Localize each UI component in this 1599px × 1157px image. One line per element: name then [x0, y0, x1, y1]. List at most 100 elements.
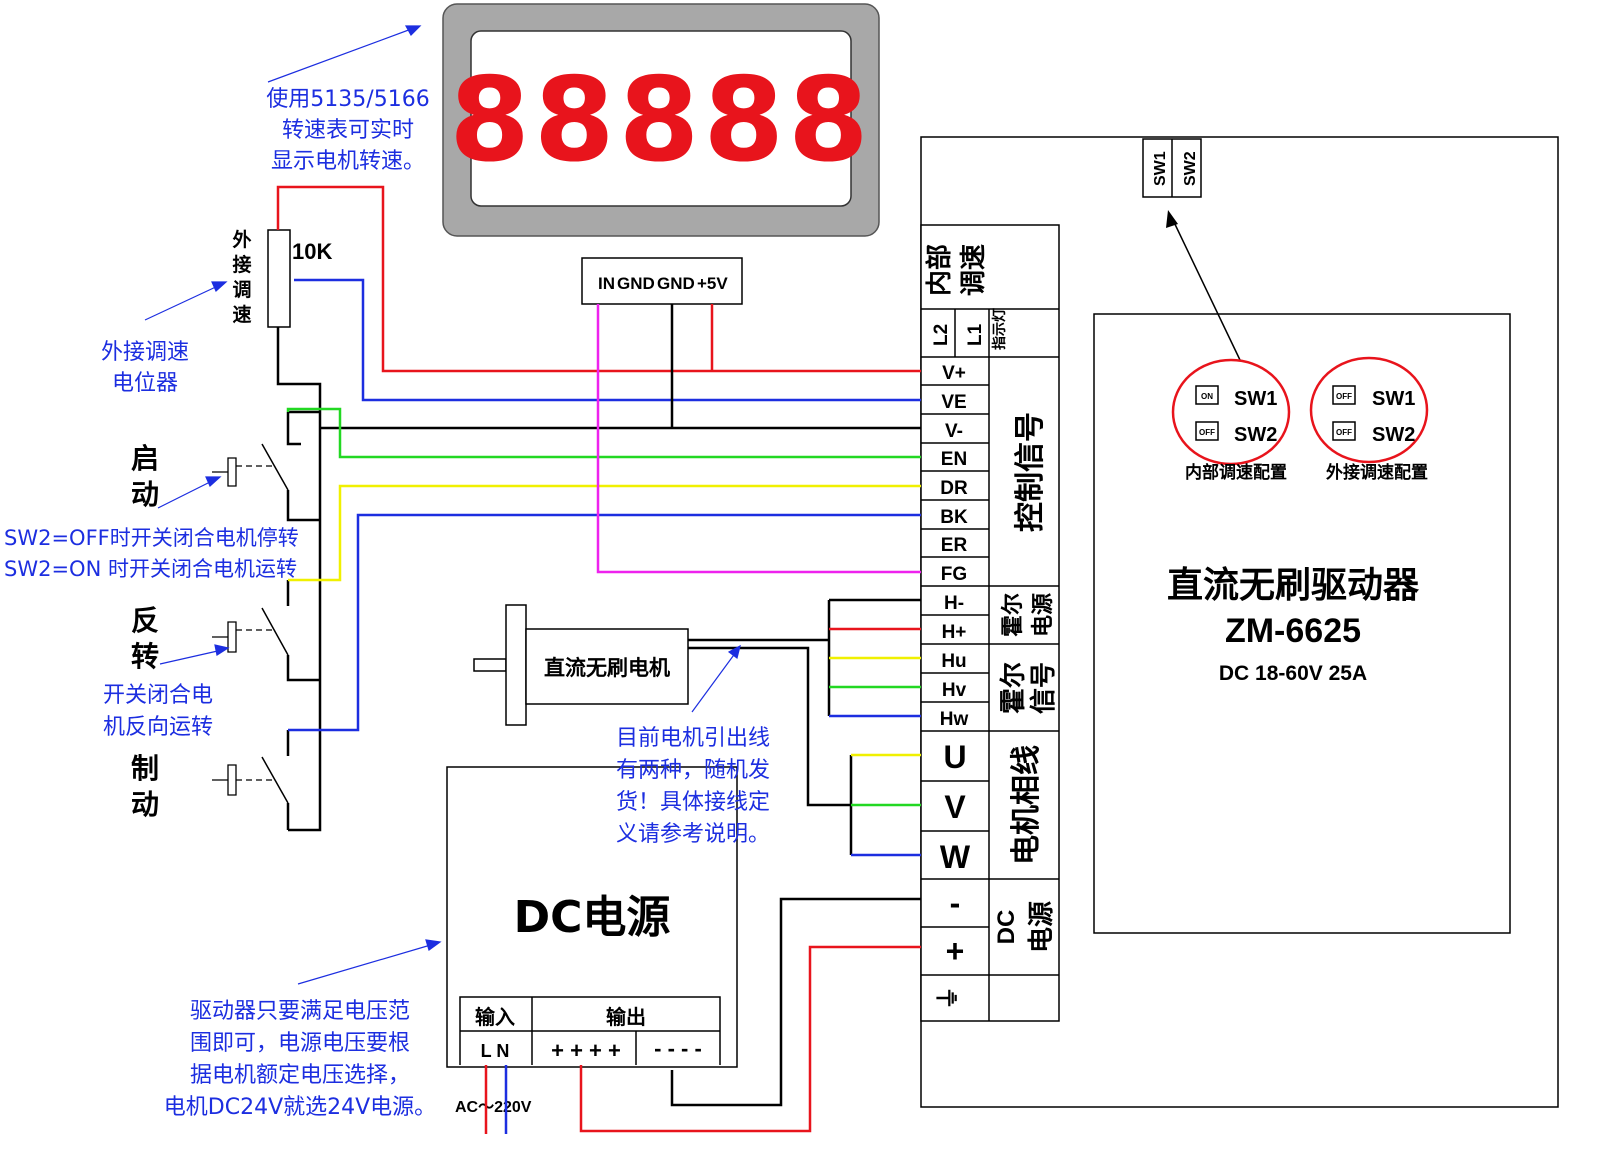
note-power-2: 围即可，电源电压要根 [190, 1031, 410, 1056]
config-internal-sw1-label: SW1 [1234, 388, 1277, 410]
ground-icon: ⏚ [934, 986, 962, 1010]
dip-sw2-label: SW2 [1182, 151, 1199, 186]
driver-name: 直流无刷驱动器 [1167, 565, 1420, 606]
pin-v: V [944, 789, 966, 825]
config-external-sw2-label: SW2 [1372, 424, 1415, 446]
config-internal-sw2-label: SW2 [1234, 424, 1277, 446]
pin-bk: BK [940, 507, 968, 528]
led-l2-label: L2 [931, 324, 952, 346]
note-reverse-1: 开关闭合电 [103, 683, 213, 708]
note-tach-2: 转速表可实时 [282, 118, 414, 143]
tach-connector: IN GND GND +5V [581, 257, 743, 305]
group-hall-power-line1: 霍尔 [1000, 593, 1026, 637]
config-external-sw1-label: SW1 [1372, 388, 1415, 410]
power-input-label: 输入 [475, 1005, 515, 1029]
driver-spec: DC 18-60V 25A [1219, 662, 1367, 685]
power-output-label: 输出 [606, 1005, 646, 1029]
switch-reverse-2: 转 [131, 640, 159, 673]
tach-pin-in: IN [598, 274, 615, 293]
note-power-4: 电机DC24V就选24V电源。 [164, 1095, 436, 1120]
power-ln: L N [481, 1041, 510, 1061]
pot-vlabel-2: 接 [232, 254, 251, 276]
driver-terminal-strip: 内部 调速 L2 L1 指示灯 V [920, 224, 1060, 1022]
pin-vplus: V+ [942, 363, 966, 384]
note-motor-3: 货！具体接线定 [616, 790, 770, 815]
config-external-sw1-state: OFF [1336, 392, 1352, 401]
tach-pin-gnd2: GND [657, 274, 695, 293]
switch-start-1: 启 [131, 442, 159, 475]
group-hall-signal-line1: 霍尔 [998, 662, 1029, 714]
note-motor-2: 有两种，随机发 [616, 758, 770, 783]
internal-speed-line2: 调速 [959, 244, 989, 296]
group-dc-line1: DC [993, 910, 1020, 945]
motor: 直流无刷电机 [473, 604, 689, 726]
dc-power-supply: DC电源 输入 输出 L N + + + + - - - - AC～220V [446, 766, 738, 1116]
pot-vlabel-1: 外 [232, 228, 251, 251]
pin-hu: Hu [941, 651, 966, 672]
tach-pin-gnd1: GND [617, 274, 655, 293]
note-pot-1: 外接调速 [101, 340, 189, 365]
pot-vlabel-3: 调 [232, 279, 251, 301]
pin-dc-minus: - [950, 885, 961, 921]
pin-hminus: H- [944, 593, 964, 614]
note-power-3: 据电机额定电压选择， [190, 1063, 410, 1088]
note-tach-3: 显示电机转速。 [271, 149, 425, 174]
config-external: OFF SW1 OFF SW2 外接调速配置 [1309, 356, 1429, 483]
power-plus: + + + + [551, 1038, 621, 1063]
potentiometer: 外 接 调 速 10K [232, 228, 332, 328]
wires [276, 185, 921, 1134]
config-internal-sw2-state: OFF [1199, 428, 1215, 437]
note-reverse-2: 机反向运转 [103, 715, 213, 740]
dip-pointer-arrowhead [1166, 210, 1178, 228]
pin-w: W [940, 839, 971, 875]
pin-hw: Hw [940, 709, 969, 730]
config-internal-title: 内部调速配置 [1185, 462, 1287, 483]
switch-brake-2: 动 [131, 788, 159, 821]
pot-vlabel-4: 速 [232, 303, 251, 326]
power-title: DC电源 [514, 892, 671, 943]
pin-dr: DR [940, 478, 968, 499]
internal-speed-line1: 内部 [925, 244, 955, 296]
note-power-1: 驱动器只要满足电压范 [190, 999, 410, 1024]
pot-value: 10K [292, 239, 332, 264]
pin-dc-plus: + [946, 933, 965, 969]
config-external-title: 外接调速配置 [1326, 462, 1428, 483]
switch-labels: 启 动 反 转 制 动 [131, 442, 159, 821]
note-start-2: SW2=ON 时开关闭合电机运转 [4, 557, 297, 581]
pin-ve: VE [941, 392, 966, 413]
indicator-label: 指示灯 [991, 308, 1008, 350]
group-dc-line2: 电源 [1027, 901, 1057, 953]
tachometer: 88888 [442, 3, 880, 237]
note-start-1: SW2=OFF时开关闭合电机停转 [4, 526, 299, 550]
dip-switch-header: SW1 SW2 [1142, 138, 1202, 198]
group-hall-power-line2: 电源 [1031, 593, 1056, 637]
note-pot-2: 电位器 [112, 371, 178, 396]
notes: 使用5135/5166 转速表可实时 显示电机转速。 外接调速 电位器 SW2=… [4, 87, 770, 1120]
pin-vminus: V- [945, 421, 963, 442]
dip-pointer-line [1171, 217, 1241, 361]
switch-start-2: 动 [131, 478, 159, 511]
power-ac-label: AC～220V [455, 1099, 532, 1116]
pin-hplus: H+ [942, 622, 967, 643]
pin-er: ER [941, 535, 968, 556]
pin-en: EN [941, 449, 967, 470]
config-internal: ON SW1 OFF SW2 内部调速配置 [1171, 358, 1291, 483]
config-internal-sw1-state: ON [1201, 392, 1213, 401]
driver-model: ZM-6625 [1225, 612, 1361, 650]
tach-pin-5v: +5V [697, 274, 728, 293]
motor-label: 直流无刷电机 [544, 656, 670, 680]
pin-rows [921, 384, 1059, 976]
note-tach-1: 使用5135/5166 [266, 87, 429, 112]
switch-reverse-1: 反 [131, 604, 159, 637]
pin-fg: FG [941, 564, 967, 585]
power-minus: - - - - [654, 1036, 702, 1061]
note-motor-4: 义请参考说明。 [616, 822, 770, 847]
note-motor-1: 目前电机引出线 [616, 726, 770, 751]
switch-brake-1: 制 [131, 752, 159, 785]
pin-hv: Hv [942, 680, 967, 701]
tach-display-digits: 88888 [449, 53, 873, 188]
group-hall-signal-line2: 信号 [1029, 662, 1059, 714]
config-external-sw2-state: OFF [1336, 428, 1352, 437]
switch-actuators [212, 457, 276, 796]
